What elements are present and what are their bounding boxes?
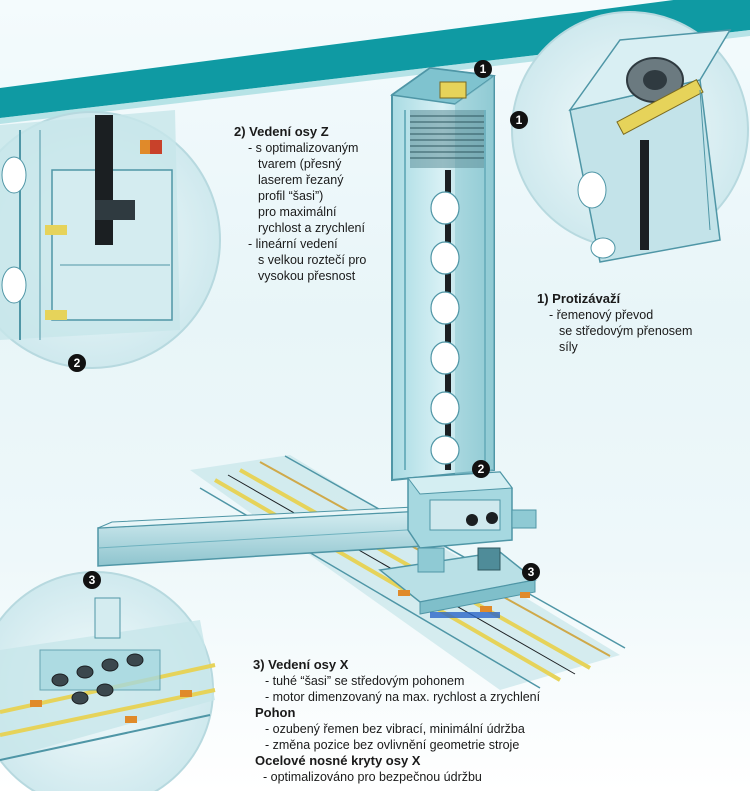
section-counterweight-line: - řemenový převod	[549, 308, 654, 322]
section-x-line: - tuhé “šasi” se středovým pohonem	[265, 674, 465, 688]
section-z-line: pro maximální	[258, 205, 337, 219]
section-z-line: profil “šasi”)	[258, 189, 324, 203]
section-counterweight-line: síly	[559, 340, 578, 354]
section-x-line: - motor dimenzovaný na max. rychlost a z…	[265, 690, 541, 704]
section-covers-heading: Ocelové nosné kryty osy X	[255, 753, 421, 768]
horizontal-beam	[97, 504, 456, 567]
section-drive-line: - ozubený řemen bez vibrací, minimální ú…	[265, 722, 525, 736]
section-z-line: vysokou přesnost	[258, 269, 356, 283]
section-covers-line: - optimalizováno pro bezpečnou údržbu	[263, 770, 482, 784]
section-drive-line: - změna pozice bez ovlivnění geometrie s…	[265, 738, 520, 752]
detail-z-guide	[0, 110, 221, 369]
teal-band	[0, 0, 750, 118]
section-counterweight-heading: 1) Protizávaží	[537, 291, 621, 306]
section-z-line: laserem řezaný	[258, 173, 344, 187]
callout-1-detail: 1	[510, 111, 528, 129]
x-carriage	[378, 547, 537, 618]
callout-2-detail: 2	[68, 354, 86, 372]
section-z-axis: 2) Vedení osy Z - s optimalizovaným tvar…	[234, 124, 366, 284]
z-carriage	[407, 471, 537, 549]
section-counterweight-line: se středovým přenosem	[559, 324, 693, 338]
detail-x-drive	[0, 571, 216, 791]
section-z-line: rychlost a zrychlení	[258, 221, 365, 235]
section-z-line: s velkou roztečí pro	[258, 253, 367, 267]
section-z-heading: 2) Vedení osy Z	[234, 124, 329, 139]
section-drive-heading: Pohon	[255, 705, 296, 720]
callout-2-carriage: 2	[472, 460, 490, 478]
callout-1-column: 1	[474, 60, 492, 78]
detail-counterweight	[511, 11, 749, 263]
section-x-heading: 3) Vedení osy X	[253, 657, 349, 672]
section-x-axis: 3) Vedení osy X - tuhé “šasi” se středov…	[253, 657, 540, 785]
callout-3-detail: 3	[83, 571, 101, 589]
callout-3-base: 3	[522, 563, 540, 581]
section-z-line: tvarem (přesný	[258, 157, 342, 171]
section-z-line: - lineární vedení	[248, 237, 338, 251]
section-z-line: - s optimalizovaným	[248, 141, 359, 155]
vertical-column	[390, 66, 496, 482]
section-counterweight: 1) Protizávaží - řemenový převod se stře…	[537, 291, 692, 355]
